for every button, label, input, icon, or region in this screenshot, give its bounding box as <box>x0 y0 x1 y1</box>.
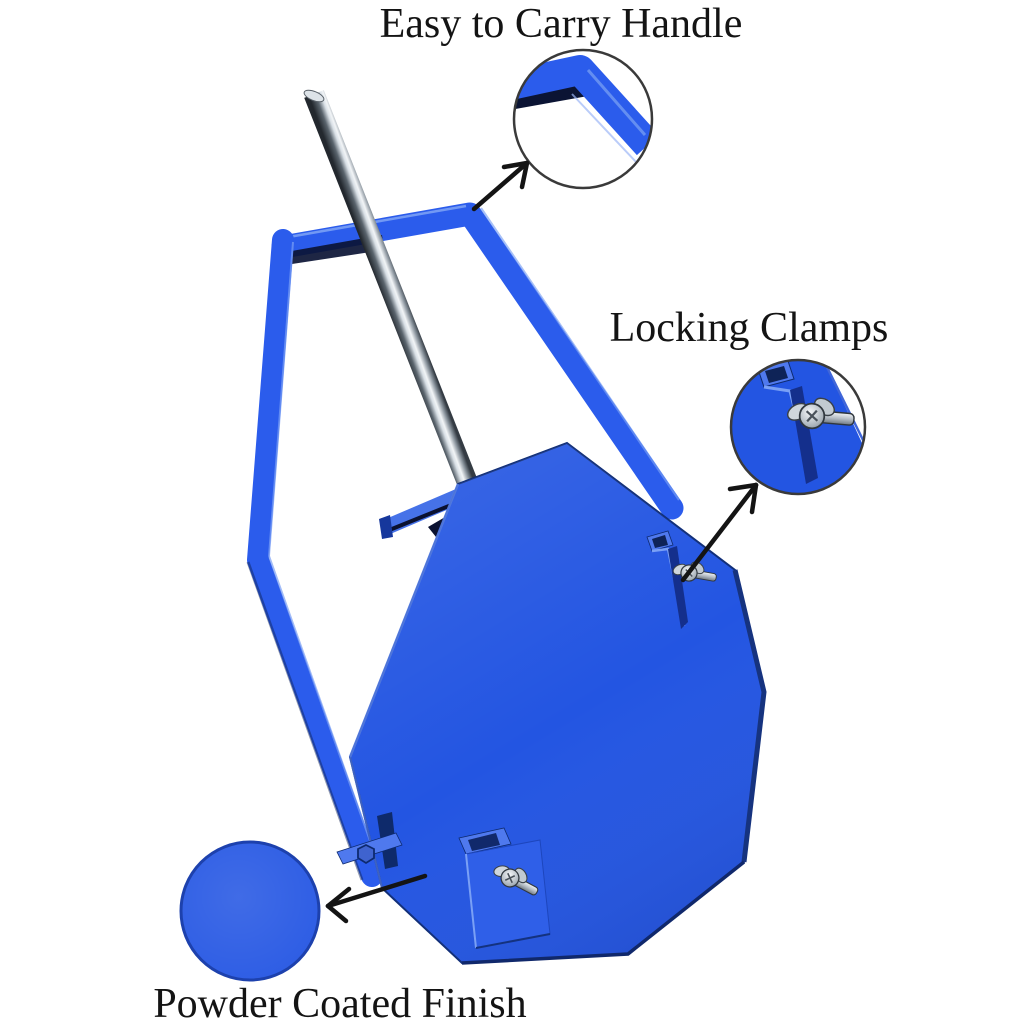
annotation-arrows <box>325 160 759 924</box>
label-carry-handle: Easy to Carry Handle <box>380 1 743 47</box>
rod-shaft <box>304 90 480 493</box>
clamp-ridge-shadow <box>668 546 688 629</box>
plate-right-edge <box>732 569 767 863</box>
clamp-detail-tab-slot <box>765 366 788 383</box>
label-powder-coated-finish: Powder Coated Finish <box>153 981 526 1024</box>
clamp-left-highlight <box>465 853 477 949</box>
handle-detail-ridge <box>586 69 647 136</box>
handle-detail-bar <box>514 55 652 156</box>
plate-lower-left-highlight <box>349 756 383 889</box>
finish-swatch-border <box>179 840 321 982</box>
left-frame-arm <box>247 229 383 887</box>
rod-top-cap <box>303 89 325 103</box>
handle-detail-edge-light <box>571 93 637 163</box>
handle-top-bar <box>271 202 684 520</box>
left-arm-highlight <box>267 241 380 867</box>
right-arm-highlight <box>480 207 680 501</box>
plate-left-highlight <box>348 483 460 758</box>
callout-circle-finish <box>179 840 321 982</box>
clamp-zoom-detail <box>731 360 865 494</box>
label-locking-clamps: Locking Clamps <box>610 305 889 351</box>
hex-bolt <box>357 843 375 865</box>
callout-circle-clamp <box>729 358 867 496</box>
clamp-tab-slot <box>468 833 500 851</box>
clamp-bottom-shadow <box>475 933 551 949</box>
callout-circle-handle <box>512 48 654 190</box>
bracket-strip-end <box>379 515 393 539</box>
octagon-target-plate <box>348 441 767 965</box>
locking-clamp-right <box>646 530 720 629</box>
clamp-detail-corner <box>821 360 865 455</box>
ground-stake-rod <box>303 89 480 493</box>
handle-zoom-detail <box>514 55 652 163</box>
locking-clamp-bottom <box>458 827 551 949</box>
finish-swatch-sheen <box>181 842 319 980</box>
plate-shading <box>350 443 764 963</box>
arrow-to-finish-callout <box>325 873 428 924</box>
handle-underside-shadow <box>286 235 384 264</box>
left-arm-shade <box>246 561 364 881</box>
callout-ring <box>512 48 654 190</box>
carry-handle-frame <box>246 202 684 887</box>
arrow-to-clamp-callout <box>680 482 759 583</box>
arrow-to-handle-callout <box>471 160 530 212</box>
callout-ring <box>729 358 867 496</box>
clamp-tab-slot <box>652 535 668 548</box>
frame-bolt-bracket <box>336 812 403 869</box>
clamp-detail-plate-edge <box>820 360 865 443</box>
clamp-plate-face <box>465 839 551 949</box>
plate-bottom-edge <box>461 860 746 965</box>
